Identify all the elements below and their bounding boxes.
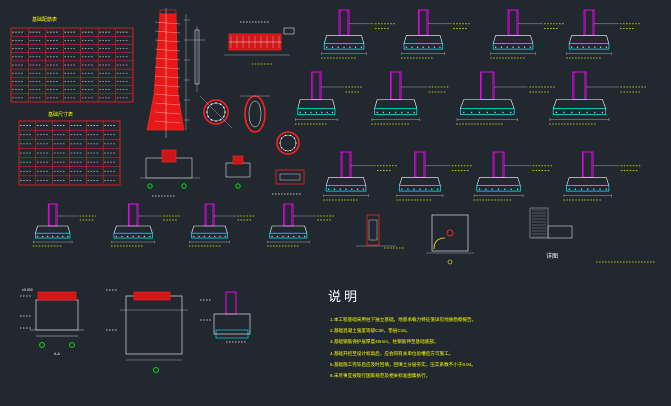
footing-section-r4-1 [32, 203, 97, 247]
footing-section-r1-2 [401, 9, 470, 59]
footing-section-r3-1 [323, 151, 397, 201]
note-item-6: 6.未尽事宜按现行国家规范及相关标准图集执行。 [330, 372, 431, 378]
note-item-4: 4.基础开挖至设计标高后，应会同有关单位验槽后方可施工。 [330, 350, 454, 356]
pile-section-c [276, 131, 300, 155]
footing-section-r2-1 [294, 71, 362, 125]
rebar-table-2 [18, 120, 121, 186]
footing-section-r4-3 [188, 203, 255, 247]
pile-cap-plan-3 [272, 169, 305, 195]
wall-detail: 详图 [529, 207, 655, 263]
note-item-1: 1.本工程基础采用柱下独立基础，地基承载力特征值详见地质勘察报告。 [330, 317, 477, 322]
beam-detail [224, 21, 295, 65]
notes-title: 说明 [328, 290, 361, 305]
pile-section-a [199, 95, 233, 129]
note-item-3: 3.基础钢筋保护层厚度40mm，柱钢筋伸至基础底部。 [330, 339, 439, 345]
bottom-elevation-3 [200, 291, 251, 343]
footing-section-r2-4 [549, 71, 647, 125]
footing-section-r3-3 [473, 151, 553, 201]
rebar-table-1 [10, 27, 134, 103]
footing-section-r1-3 [490, 9, 564, 59]
footing-section-r3-4 [563, 151, 641, 201]
pile-section-b [240, 95, 270, 133]
footing-section-r2-3 [456, 71, 555, 125]
pile-cap-plan-2 [225, 155, 251, 189]
footing-section-r1-1 [321, 9, 395, 59]
table2-title: 基础尺寸表 [48, 111, 73, 118]
elevation-label: ±0.000 [22, 288, 33, 292]
note-item-2: 2.基础混凝土强度等级C30，垫层C15。 [330, 328, 411, 334]
column-detail [190, 26, 205, 92]
footing-section-r1-4 [566, 9, 640, 59]
footing-section-r4-4 [266, 203, 334, 247]
note-item-5: 5.基础施工完毕后应及时回填，回填土分层夯实，压实系数不小于0.94。 [330, 361, 476, 367]
footing-section-r4-2 [111, 203, 180, 247]
wall-detail-label: 详图 [546, 252, 558, 260]
footing-section-r2-2 [371, 71, 449, 125]
footing-section-r3-2 [396, 151, 472, 201]
anchor-detail [356, 214, 404, 249]
section-label: A-A [54, 352, 61, 356]
embed-plate-plan [426, 214, 474, 265]
bottom-elevation-1 [20, 291, 84, 348]
table1-title: 基础配筋表 [32, 16, 57, 23]
bottom-elevation-2 [106, 289, 188, 373]
pile-cap-plan-1 [140, 149, 200, 197]
design-notes: 说明 1.本工程基础采用柱下独立基础，地基承载力特征值详见地质勘察报告。 2.基… [328, 286, 628, 384]
column-elevation [146, 8, 190, 138]
